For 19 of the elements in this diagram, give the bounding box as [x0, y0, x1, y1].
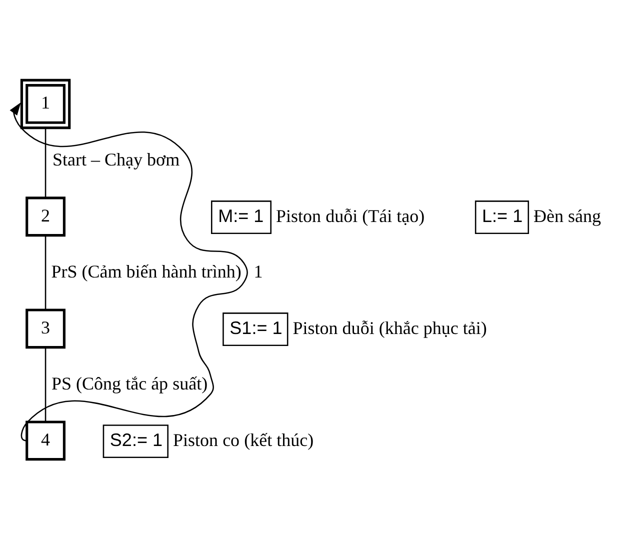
connector — [44, 128, 46, 198]
node-box: M:= 1 — [210, 200, 272, 234]
node-box: L:= 1 — [474, 200, 530, 234]
edge-label: PS (Công tắc áp suất) — [51, 373, 208, 394]
node-label: Piston co (kết thúc) — [173, 430, 314, 450]
node-box: 3 — [26, 308, 66, 349]
node-box: 4 — [26, 420, 66, 461]
node-label: Đèn sáng — [534, 206, 602, 226]
edge-label: Start – Chạy bơm — [52, 149, 180, 170]
node-box: 1 — [20, 78, 71, 130]
node-label: Piston duỗi (khắc phục tải) — [292, 318, 487, 338]
node-label: Piston duỗi (Tái tạo) — [276, 206, 425, 226]
connector — [44, 348, 46, 422]
edge-label: 1 — [254, 261, 263, 282]
node-box: S2:= 1 — [102, 424, 168, 458]
connector — [44, 236, 46, 310]
node-box: 2 — [26, 196, 66, 237]
node-box: S1:= 1 — [222, 312, 288, 346]
edge-label: PrS (Cảm biến hành trình) — [51, 261, 242, 282]
